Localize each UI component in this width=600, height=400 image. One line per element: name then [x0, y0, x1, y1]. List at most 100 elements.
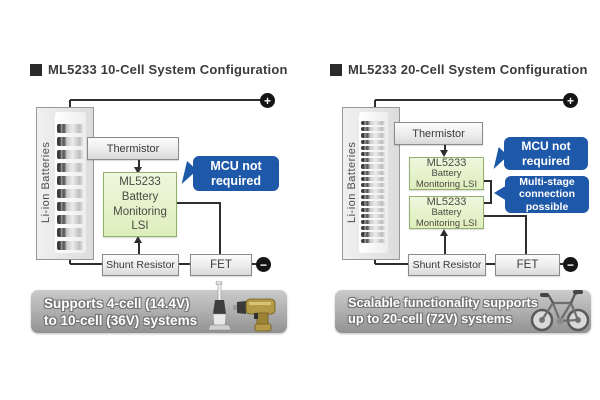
left-mcu-callout: MCU not required: [193, 156, 279, 191]
battery-cell-icon: [57, 137, 84, 146]
battery-cell-icon: [361, 176, 386, 181]
battery-cell-icon: [361, 238, 386, 243]
right-thermistor-box: Thermistor: [394, 122, 483, 145]
right-top-wire: [375, 99, 566, 101]
battery-cell-icon: [361, 201, 386, 206]
lsi-line: Battery: [121, 190, 159, 203]
left-thermistor-label: Thermistor: [106, 142, 160, 155]
left-shunt-label: Shunt Resistor: [106, 259, 175, 271]
multistage-callout: Multi-stage connection possible: [505, 176, 589, 213]
right-mcu-callout: MCU not required: [504, 137, 588, 170]
battery-cell-icon: [361, 207, 386, 212]
battery-cell-icon: [361, 189, 386, 194]
lsi-line: ML5233: [426, 195, 467, 208]
right-lsi-out-wire-h: [482, 215, 527, 217]
left-lsi-out-wire-v: [219, 202, 221, 255]
left-positive-terminal-icon: +: [260, 93, 275, 108]
battery-cell-icon: [361, 139, 386, 144]
plus-glyph: +: [263, 93, 271, 108]
right-negative-terminal-icon: −: [563, 257, 578, 272]
right-fet-box: FET: [495, 254, 560, 276]
left-lsi-box: ML5233 Battery Monitoring LSI: [103, 172, 177, 237]
section-bullet-icon: [30, 63, 42, 76]
lsi-line: Monitoring LSI: [415, 178, 478, 190]
left-top-wire: [70, 99, 267, 101]
right-arrow-up-icon: [440, 229, 448, 236]
left-fet-box: FET: [190, 254, 252, 276]
battery-cell-icon: [57, 189, 84, 198]
callout-line: MCU not: [521, 139, 571, 154]
battery-cell-icon: [361, 164, 386, 169]
minus-glyph: −: [259, 257, 267, 272]
right-title-text: ML5233 20-Cell System Configuration: [348, 62, 588, 77]
left-arrow-up-icon: [134, 236, 142, 243]
battery-cell-icon: [361, 220, 386, 225]
right-shunt-arrow-line: [444, 235, 446, 255]
battery-cell-icon: [57, 124, 84, 133]
battery-cell-icon: [361, 170, 386, 175]
right-thermistor-label: Thermistor: [412, 127, 465, 140]
lsi-line: ML5233: [426, 156, 467, 169]
lsi-line: ML5233: [119, 176, 161, 189]
left-title-text: ML5233 10-Cell System Configuration: [48, 62, 288, 77]
left-fet-minus-wire: [250, 263, 258, 265]
battery-cell-icon: [361, 121, 386, 126]
right-shunt-label: Shunt Resistor: [412, 259, 482, 271]
left-thermistor-arrow-line: [138, 158, 140, 168]
right-shunt-resistor-box: Shunt Resistor: [408, 254, 486, 276]
left-banner-text: Supports 4-cell (14.4V) to 10-cell (36V)…: [44, 295, 197, 330]
left-thermistor-box: Thermistor: [87, 137, 179, 160]
callout-line: required: [521, 153, 570, 168]
right-thermistor-arrow-line: [444, 143, 446, 151]
left-shunt-fet-wire: [177, 263, 191, 265]
battery-cell-icon: [361, 213, 386, 218]
lsi-line: Monitoring LSI: [415, 217, 478, 229]
right-fet-label: FET: [516, 259, 539, 271]
battery-cell-icon: [361, 133, 386, 138]
left-arrow-down-icon: [134, 167, 142, 174]
lsi-line: Battery: [431, 168, 462, 180]
battery-cell-icon: [57, 176, 84, 185]
right-fet-minus-wire: [558, 263, 565, 265]
banner-line: Supports 4-cell (14.4V): [44, 296, 190, 311]
plus-glyph: +: [566, 93, 574, 108]
callout-line: required: [210, 173, 261, 188]
left-negative-terminal-icon: −: [256, 257, 271, 272]
bracket-stub-bottom: [482, 202, 492, 204]
left-lsi-out-wire-h: [175, 202, 221, 204]
bicycle-icon: [530, 290, 590, 332]
banner-line: Scalable functionality supports: [348, 295, 538, 310]
right-panel-title: ML5233 20-Cell System Configuration: [330, 62, 588, 77]
battery-cell-icon: [361, 232, 386, 237]
battery-cell-icon: [361, 145, 386, 150]
right-lsi-box-1: ML5233 Battery Monitoring LSI: [409, 157, 484, 190]
minus-glyph: −: [566, 257, 574, 272]
left-bottom-wire: [70, 263, 103, 265]
battery-cell-icon: [361, 151, 386, 157]
callout-line: possible: [525, 200, 569, 213]
bracket-stub-top: [482, 180, 492, 182]
battery-cell-icon: [361, 158, 386, 163]
section-bullet-icon: [330, 63, 342, 76]
left-shunt-arrow-line: [138, 242, 140, 255]
right-arrow-down-icon: [440, 150, 448, 157]
callout-line: Multi-stage: [519, 175, 575, 188]
right-lsi-box-2: ML5233 Battery Monitoring LSI: [409, 196, 484, 229]
battery-cell-icon: [361, 226, 386, 231]
battery-cell-icon: [361, 127, 386, 132]
battery-cell-icon: [57, 241, 84, 250]
right-battery-cells: [361, 121, 386, 243]
lsi-line: Monitoring: [113, 205, 167, 218]
battery-cell-icon: [361, 195, 386, 200]
right-lsi-out-wire-v: [525, 215, 527, 255]
banner-line: up to 20-cell (72V) systems: [348, 311, 513, 327]
banner-line: to 10-cell (36V) systems: [44, 313, 198, 329]
electric-drill-icon: [233, 298, 276, 332]
bracket-vertical: [490, 180, 492, 204]
left-shunt-resistor-box: Shunt Resistor: [102, 254, 179, 276]
battery-cell-icon: [57, 163, 84, 172]
battery-cell-icon: [57, 228, 84, 237]
callout-line: connection: [518, 188, 575, 201]
callout-line: MCU not: [210, 158, 262, 173]
